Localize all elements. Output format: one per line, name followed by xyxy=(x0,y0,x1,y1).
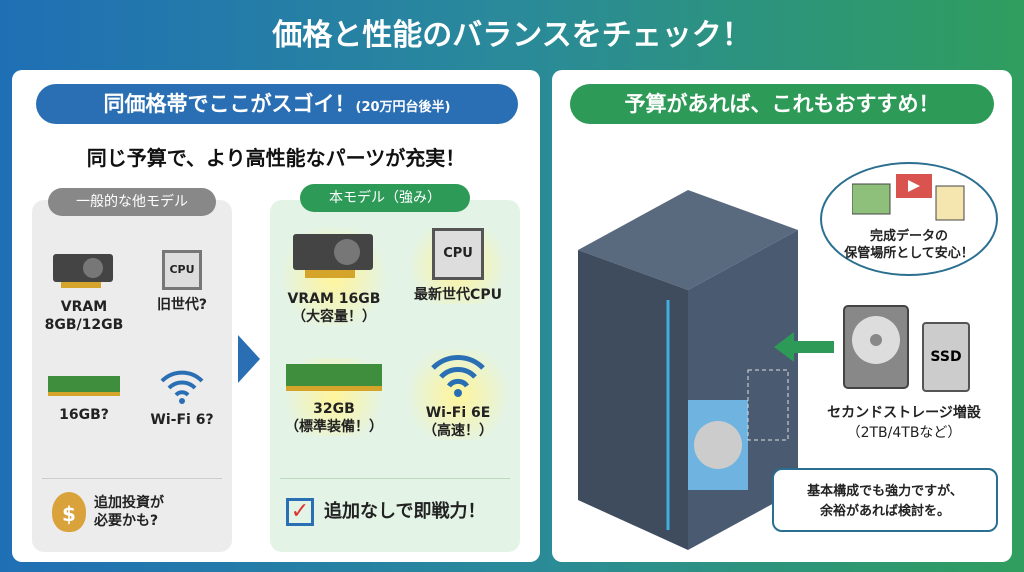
wifi-icon xyxy=(160,370,204,404)
generic-wifi: Wi-Fi 6? xyxy=(136,365,228,429)
gpu-icon xyxy=(293,234,373,278)
gpu-icon xyxy=(53,254,113,288)
ram-icon xyxy=(48,376,120,396)
item-label: 16GB? xyxy=(59,407,109,423)
cpu-icon: CPU xyxy=(432,228,484,280)
generic-cpu: CPU 旧世代? xyxy=(136,250,228,314)
generic-gpu: VRAM 8GB/12GB xyxy=(36,250,132,334)
our-gpu: VRAM 16GB （大容量！） xyxy=(274,228,394,326)
this-model-footer: ✓ 追加なしで即戦力！ xyxy=(286,498,516,526)
pc-case-illustration xyxy=(578,190,798,550)
ssd-icon: SSD xyxy=(922,322,970,392)
generic-model-box: 一般的な他モデル VRAM 8GB/12GB CPU 旧世代? 16GB? Wi… xyxy=(32,188,232,552)
item-label: 最新世代CPU xyxy=(414,287,502,303)
item-label: 旧世代? xyxy=(156,297,208,313)
comparison-panel: 同価格帯でここがスゴイ！(20万円台後半) 同じ予算で、より高性能なパーツが充実… xyxy=(12,70,540,562)
our-wifi: Wi-Fi 6E （高速！） xyxy=(398,350,518,440)
arrow-left-icon xyxy=(774,332,834,362)
generic-footer: $ 追加投資が 必要かも? xyxy=(52,492,222,532)
our-ram: 32GB （標準装備！） xyxy=(274,358,394,436)
divider xyxy=(42,478,222,479)
item-label: VRAM 16GB （大容量！） xyxy=(287,291,381,325)
this-model-tag: 本モデル（強み） xyxy=(300,184,470,212)
subtitle: 同じ予算で、より高性能なパーツが充実！ xyxy=(86,146,466,170)
footer-text: 追加投資が 必要かも? xyxy=(94,495,164,529)
arrow-right-icon xyxy=(238,335,260,383)
our-cpu: CPU 最新世代CPU xyxy=(398,228,518,304)
checkbox-icon: ✓ xyxy=(286,498,314,526)
ram-icon xyxy=(286,364,382,391)
money-bag-icon: $ xyxy=(52,492,86,532)
item-label: Wi-Fi 6? xyxy=(150,412,214,428)
cpu-icon: CPU xyxy=(162,250,202,290)
item-label: 32GB （標準装備！） xyxy=(285,401,383,435)
wifi-icon xyxy=(431,355,485,397)
divider xyxy=(280,478,510,479)
generic-ram: 16GB? xyxy=(36,370,132,424)
this-model-box: 本モデル（強み） VRAM 16GB （大容量！） CPU 最新世代CPU 32… xyxy=(270,184,520,552)
left-header-note: (20万円台後半) xyxy=(355,100,451,115)
storage-label: セカンドストレージ増設 xyxy=(827,405,981,421)
right-header: 予算があれば、これもおすすめ！ xyxy=(570,84,994,124)
footer-text: 追加なしで即戦力！ xyxy=(324,501,486,522)
hdd-icon xyxy=(843,305,909,389)
left-header-text: 同価格帯でここがスゴイ！ xyxy=(103,92,356,116)
files-icon xyxy=(852,174,965,221)
recommendation-panel: 予算があれば、これもおすすめ！ 完成データの 保管場所として安心！ SSD セカ… xyxy=(552,70,1012,562)
item-label: VRAM 8GB/12GB xyxy=(44,299,124,333)
item-label: Wi-Fi 6E （高速！） xyxy=(423,405,493,439)
left-header: 同価格帯でここがスゴイ！(20万円台後半) xyxy=(36,84,518,124)
advice-note: 基本構成でも強力ですが、 余裕があれば検討を。 xyxy=(772,468,998,532)
page-title: 価格と性能のバランスをチェック！ xyxy=(272,18,752,53)
generic-tag: 一般的な他モデル xyxy=(48,188,216,216)
storage-note: （2TB/4TBなど） xyxy=(846,425,962,441)
